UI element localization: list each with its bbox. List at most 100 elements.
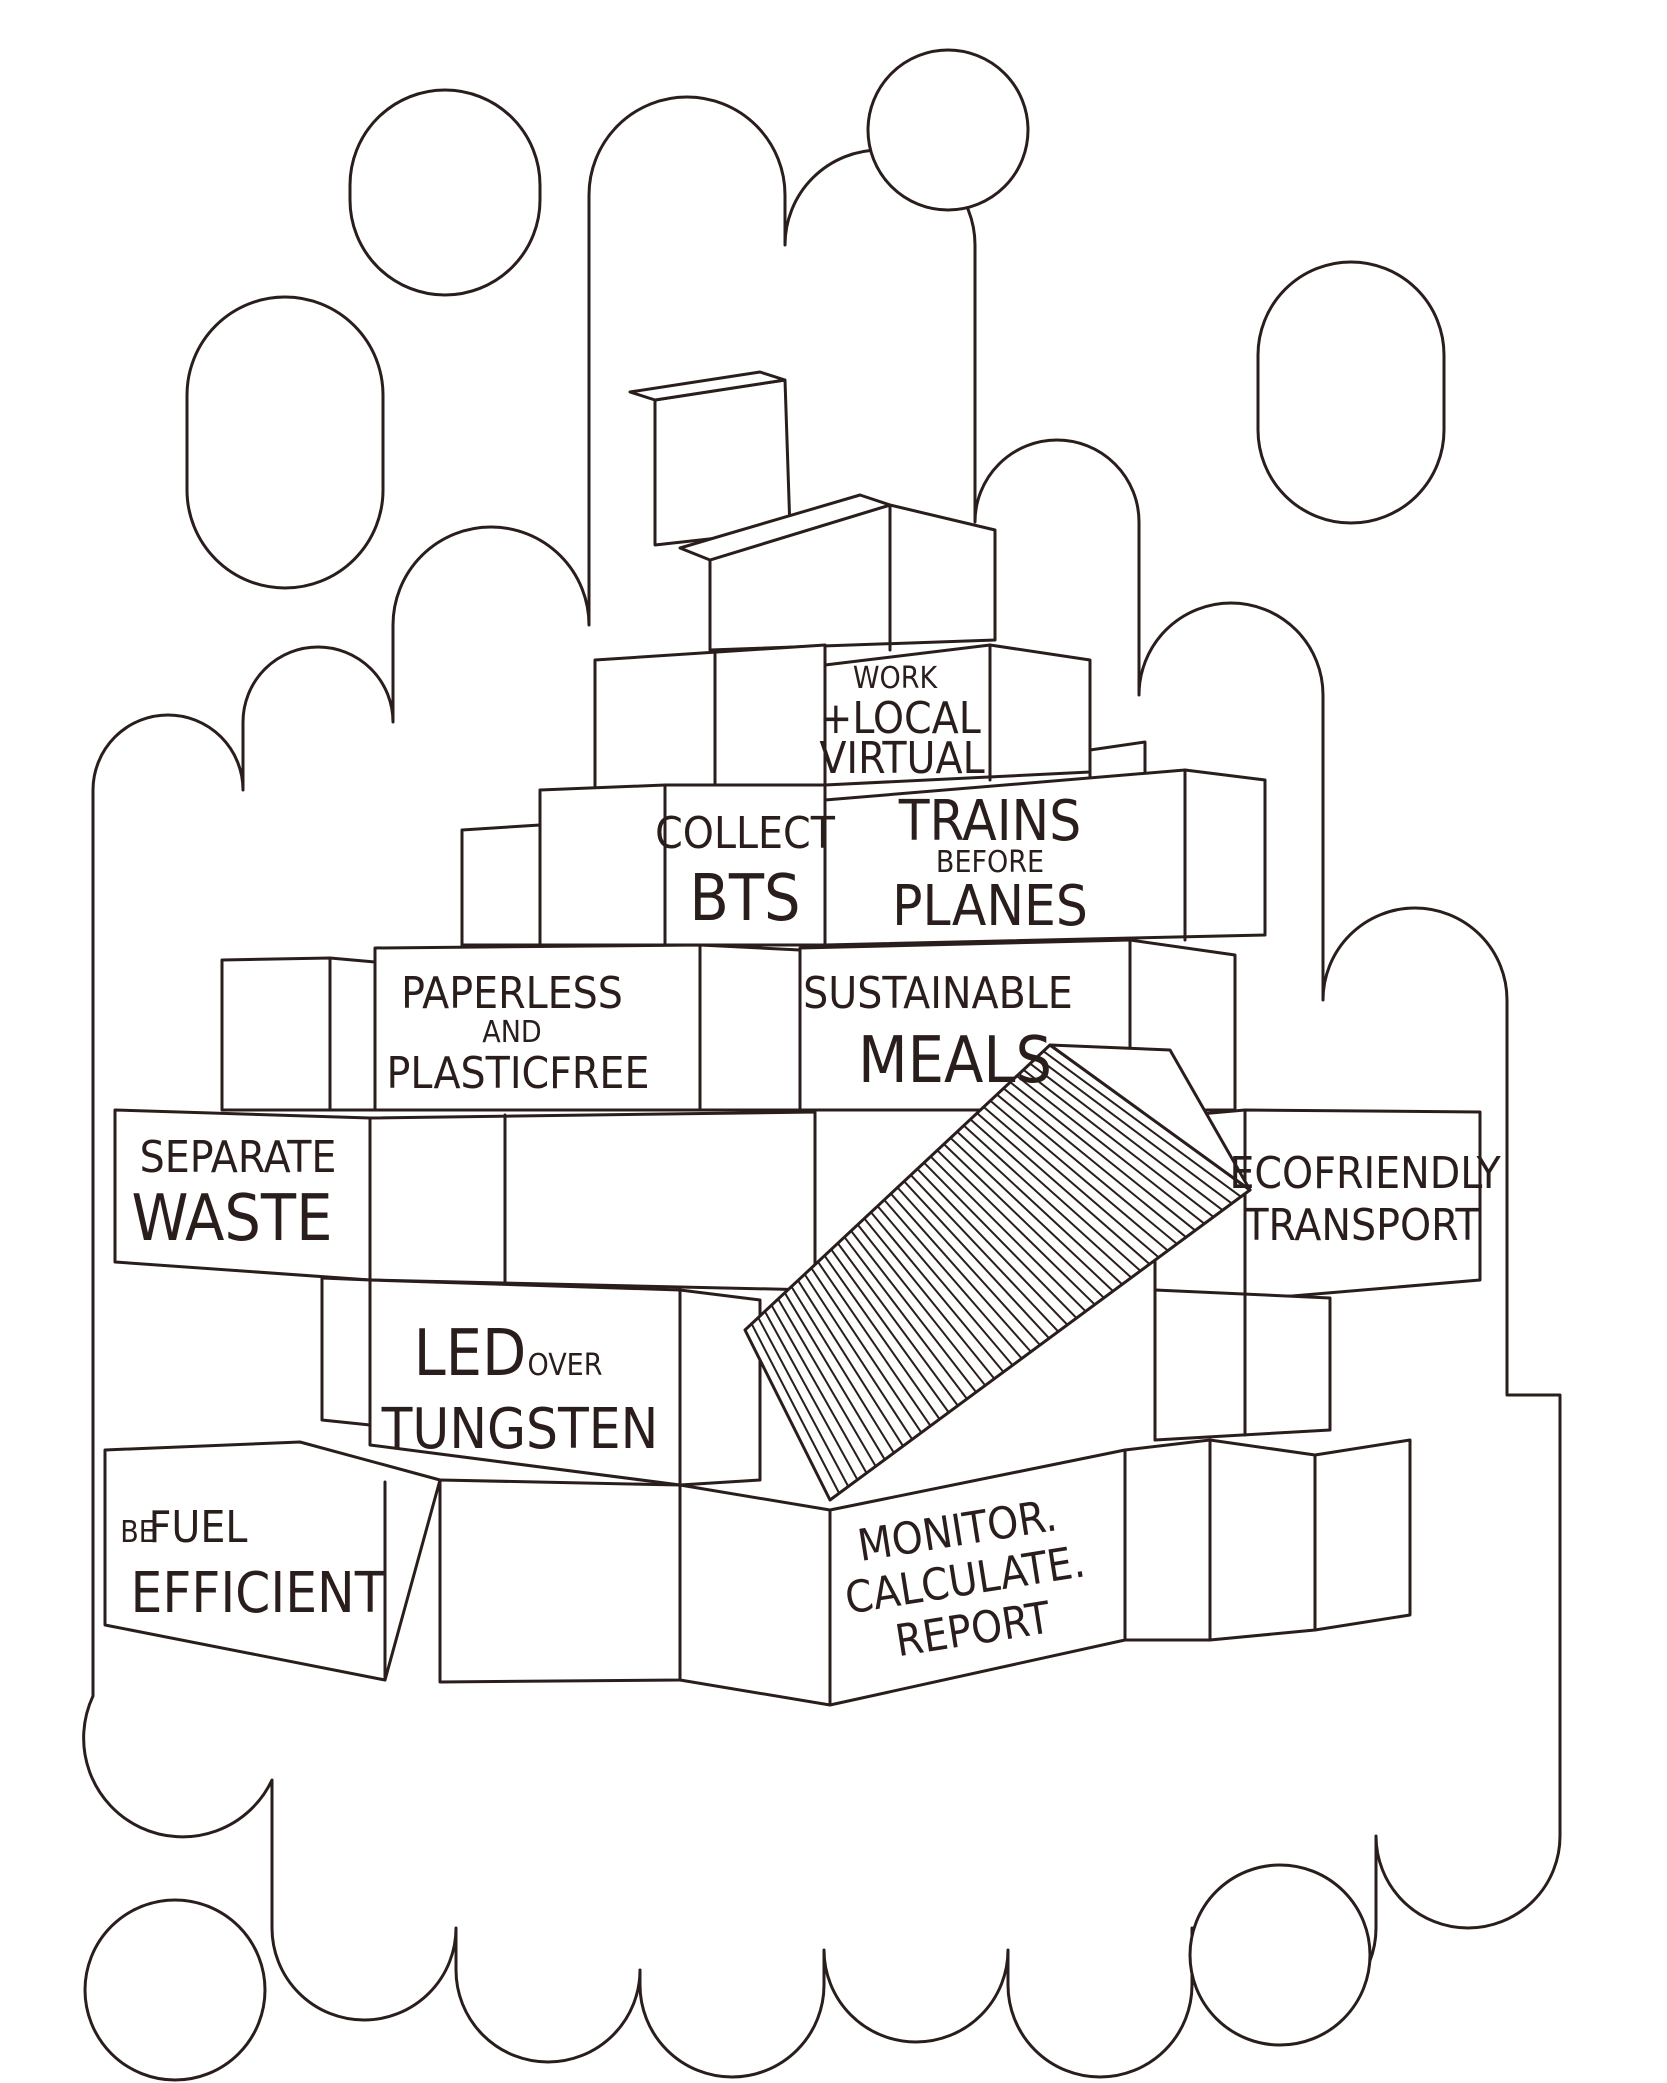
label-led-over-tungsten: LED OVER TUNGSTEN xyxy=(381,1317,659,1462)
container-rib xyxy=(783,1292,886,1461)
container-rib xyxy=(949,1137,1114,1292)
container-rib xyxy=(1042,1050,1242,1198)
floating-capsule-right xyxy=(1256,260,1446,525)
box-led-over-tungsten xyxy=(368,1278,762,1487)
container-ribs xyxy=(750,1050,1242,1494)
label-trains-before-planes: TRAINS BEFORE PLANES xyxy=(892,789,1088,939)
container-rib xyxy=(843,1236,968,1400)
container-rib xyxy=(976,1112,1151,1265)
container-rib xyxy=(823,1255,941,1420)
container-rib xyxy=(896,1186,1041,1346)
label-work-line1: WORK xyxy=(853,661,939,696)
label-separate-line1: SEPARATE xyxy=(140,1132,337,1183)
box-top-cube xyxy=(628,370,792,547)
container-rib xyxy=(750,1323,841,1494)
label-led-line1: LED xyxy=(414,1317,527,1391)
floating-circle-bottom-left xyxy=(83,1898,267,2082)
label-ecofriendly-line2: TRANSPORT xyxy=(1243,1200,1480,1251)
label-paperless-line2: AND xyxy=(482,1015,541,1050)
container-rib xyxy=(929,1155,1087,1313)
box-work-local-virtual xyxy=(823,643,1092,787)
container-rib xyxy=(863,1217,996,1380)
box-tier5-left xyxy=(220,956,377,1112)
container-rib xyxy=(790,1286,895,1454)
label-collect-line1: COLLECT xyxy=(655,808,836,859)
container-rib xyxy=(876,1205,1014,1366)
container-rib xyxy=(916,1168,1069,1326)
container-rib xyxy=(910,1174,1059,1333)
box-second-cube xyxy=(678,493,997,652)
container-rib xyxy=(830,1248,950,1413)
container-rib xyxy=(943,1143,1105,1299)
container-rib xyxy=(770,1304,868,1474)
container-rib xyxy=(989,1099,1169,1252)
container-rib xyxy=(810,1267,923,1434)
container-rib xyxy=(870,1211,1005,1373)
box-be-fuel-efficient xyxy=(103,1440,442,1682)
box-bottom-middle xyxy=(438,1478,682,1684)
label-trains-line1: TRAINS xyxy=(898,789,1081,854)
box-tier4-left xyxy=(460,783,667,947)
container-rib xyxy=(817,1261,932,1427)
floating-capsule-left xyxy=(185,295,385,590)
shipping-container xyxy=(743,1043,1252,1502)
label-be-fuel-efficient: BE FUEL EFFICIENT xyxy=(120,1502,386,1626)
container-rib xyxy=(1009,1081,1196,1232)
label-separate-waste: SEPARATE WASTE xyxy=(132,1132,337,1256)
container-rib xyxy=(803,1273,914,1440)
container-rib xyxy=(856,1224,987,1387)
container-rib xyxy=(923,1162,1078,1319)
label-collect-bts: COLLECT BTS xyxy=(655,808,836,936)
container-rib xyxy=(777,1298,877,1467)
label-led-line1b: OVER xyxy=(528,1348,603,1383)
label-trains-line2: BEFORE xyxy=(936,845,1044,880)
box-tier7-left xyxy=(320,1276,372,1427)
container-rib xyxy=(1016,1075,1205,1225)
label-ecofriendly-line1: ECOFRIENDLY xyxy=(1229,1148,1501,1199)
label-led-line2: TUNGSTEN xyxy=(381,1397,659,1462)
container-rib xyxy=(903,1180,1050,1339)
container-rib xyxy=(936,1149,1096,1306)
label-ecofriendly-transport: ECOFRIENDLY TRANSPORT xyxy=(1229,1148,1501,1251)
container-rib xyxy=(963,1124,1132,1279)
floating-capsule-top-right xyxy=(866,48,1030,212)
container-rib xyxy=(996,1093,1178,1245)
label-collect-line2: BTS xyxy=(689,862,800,936)
label-fuel-line1b: FUEL xyxy=(149,1502,248,1553)
container-rib xyxy=(764,1310,859,1481)
label-sustainable-line2: MEALS xyxy=(858,1024,1052,1098)
label-paperless-line3: PLASTICFREE xyxy=(387,1048,650,1099)
container-rib xyxy=(883,1199,1023,1360)
container-rib xyxy=(983,1106,1160,1259)
container-rib xyxy=(1029,1062,1224,1212)
container-rib xyxy=(956,1131,1123,1286)
box-tier7-right xyxy=(1153,1288,1332,1442)
container-rib xyxy=(1002,1087,1187,1238)
label-work-line2: +LOCAL xyxy=(819,693,981,744)
label-fuel-line2: EFFICIENT xyxy=(131,1561,386,1626)
container-rib xyxy=(837,1242,959,1407)
box-trains-before-planes xyxy=(823,768,1267,947)
container-rib xyxy=(757,1317,850,1487)
label-work-local-virtual: WORK +LOCAL VIRTUAL xyxy=(819,661,984,784)
floating-circle-bottom-right xyxy=(1188,1863,1372,2047)
label-separate-line2: WASTE xyxy=(132,1182,333,1256)
label-work-line3: VIRTUAL xyxy=(819,733,984,784)
box-tier6-middle xyxy=(368,1110,817,1292)
box-tier3-left xyxy=(593,643,827,792)
label-fuel-line1a: BE xyxy=(120,1515,156,1550)
label-trains-line3: PLANES xyxy=(892,874,1088,939)
container-rib xyxy=(850,1230,977,1393)
label-paperless-plasticfree: PAPERLESS AND PLASTICFREE xyxy=(387,968,650,1099)
container-rib xyxy=(969,1118,1142,1272)
floating-capsule-top-left xyxy=(348,88,542,297)
container-rib xyxy=(890,1193,1032,1353)
container-rib xyxy=(797,1279,904,1447)
label-sustainable-meals: SUSTAINABLE MEALS xyxy=(803,968,1073,1098)
container-rib xyxy=(1022,1068,1215,1218)
box-bottom-right-pair xyxy=(1123,1438,1412,1642)
container-rib xyxy=(1036,1056,1233,1205)
label-paperless-line1: PAPERLESS xyxy=(401,968,623,1019)
